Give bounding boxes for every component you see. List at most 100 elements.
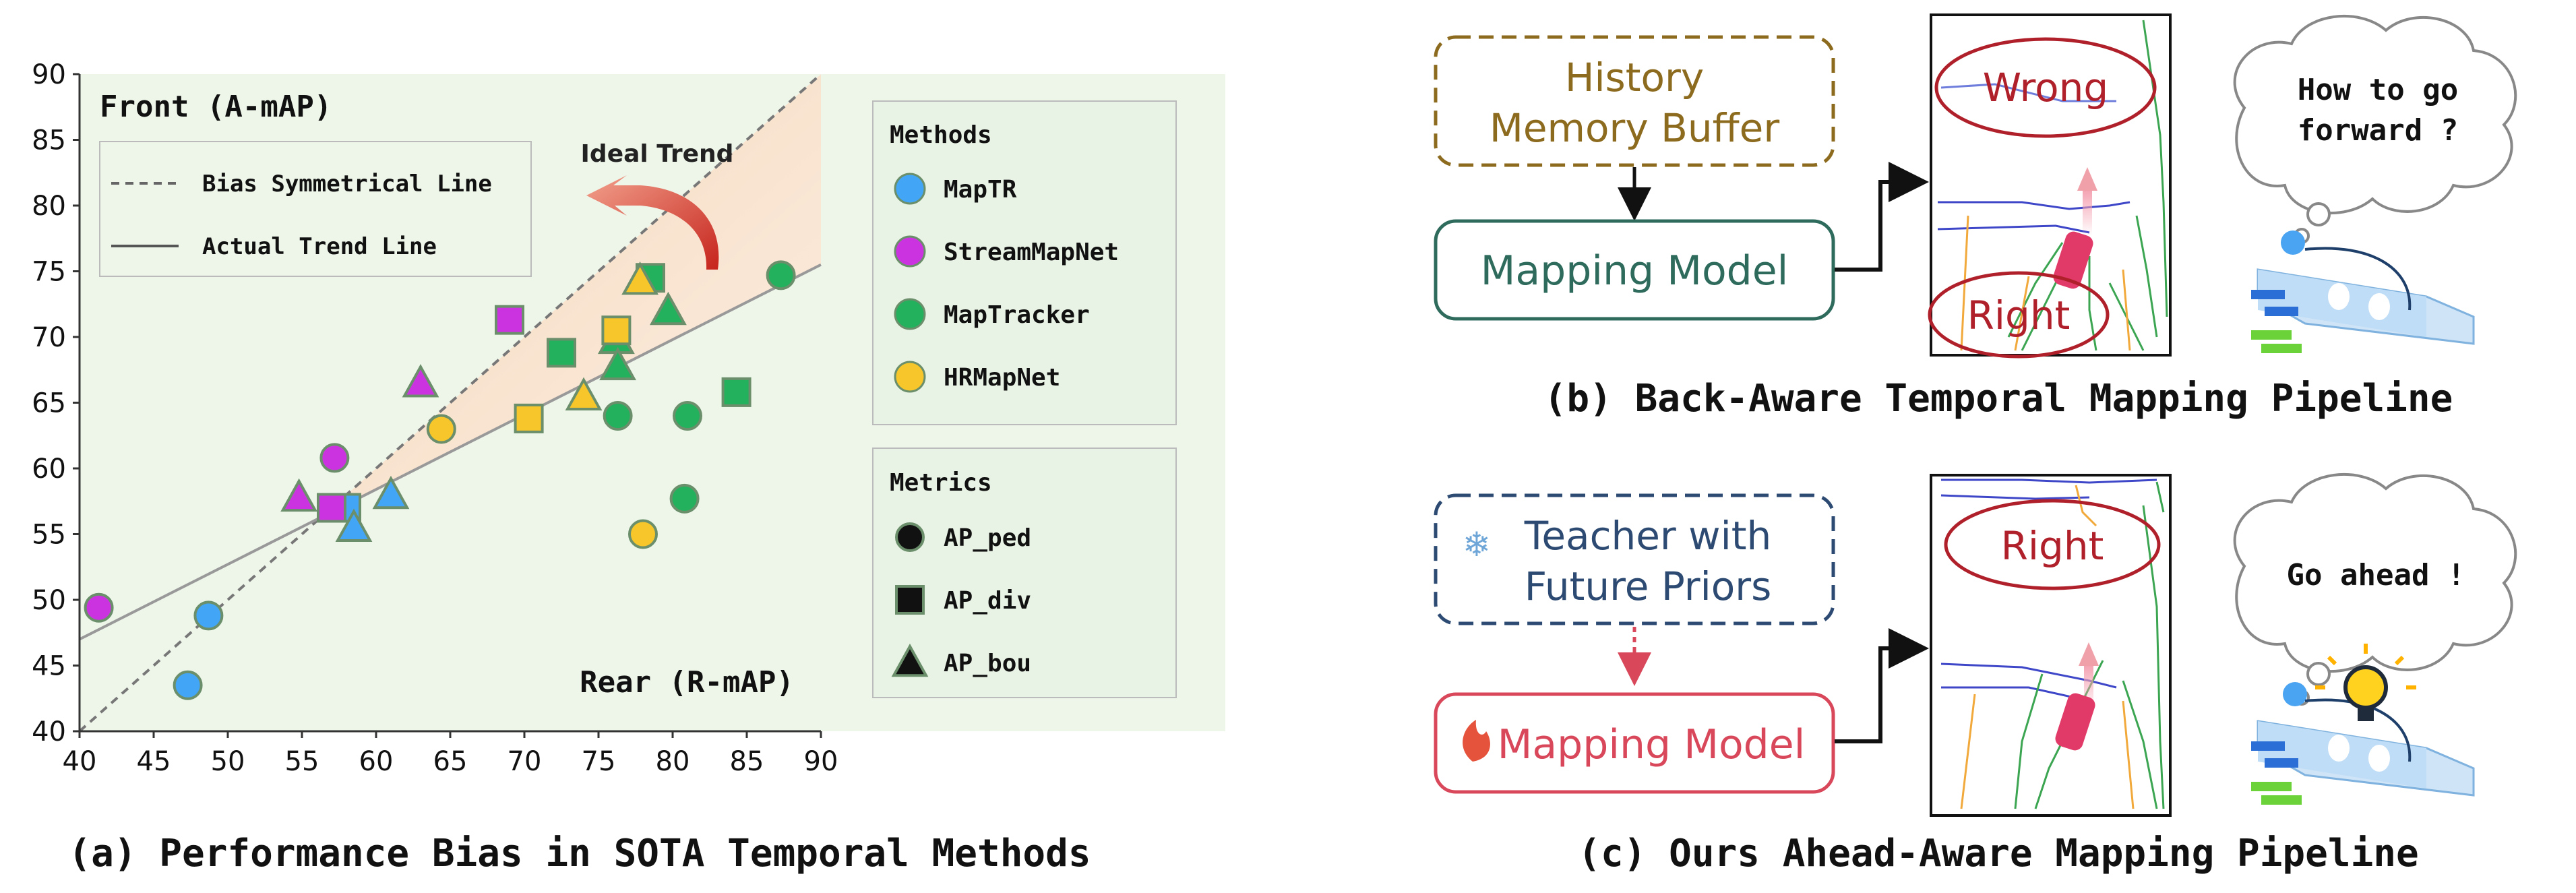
x-tick-label: 45: [137, 746, 171, 777]
cloud-bubble-1-b: [2306, 202, 2331, 226]
legend-marker-maptracker: [894, 298, 926, 330]
x-tick-label: 50: [211, 746, 245, 777]
legend-marker-ap-ped: [895, 522, 925, 552]
data-point-maptracker-ap-bou: [650, 291, 687, 326]
x-axis-label: Rear (R-mAP): [580, 665, 794, 700]
heading-arrow-b: [2083, 189, 2092, 236]
x-tick-label: 55: [285, 746, 319, 777]
data-point-hrmapnet-ap-div: [514, 403, 544, 433]
x-tick-label: 40: [63, 746, 97, 777]
methods-legend-title: Methods: [890, 121, 992, 149]
right-ellipse-b: [1928, 271, 2110, 359]
data-point-maptracker-ap-div: [547, 338, 576, 368]
legend-label-ap-bou: AP_bou: [944, 650, 1031, 677]
thought-cloud-b: How to go forward ?: [2233, 15, 2517, 244]
data-point-maptr-ap-ped: [173, 670, 203, 700]
data-point-streammapnet-ap-ped: [84, 592, 114, 623]
legend-marker-hrmapnet: [894, 361, 926, 393]
teacher-line2: Future Priors: [1525, 563, 1772, 609]
data-point-maptr-ap-bou: [372, 475, 410, 510]
y-tick-label: 90: [32, 59, 66, 90]
right-label-b: Right: [1967, 292, 2071, 338]
legend-label-ap-ped: AP_ped: [944, 524, 1031, 552]
x-tick-label: 75: [582, 746, 616, 777]
ideal-trend-label: Ideal Trend: [581, 140, 734, 168]
x-tick-label: 80: [656, 746, 690, 777]
data-point-hrmapnet-ap-div: [601, 315, 632, 346]
data-point-streammapnet-ap-bou: [402, 364, 439, 398]
data-point-streammapnet-ap-bou: [280, 478, 317, 512]
data-point-maptracker-ap-bou: [599, 346, 636, 381]
y-tick-label: 80: [32, 191, 66, 222]
legend-label-streammapnet: StreamMapNet: [944, 239, 1119, 266]
legend-trend-line: Actual Trend Line: [202, 233, 437, 260]
map-view-b: Wrong Right: [1928, 13, 2172, 359]
mapping-model-box-b: [1434, 219, 1835, 321]
data-point-maptr-ap-bou: [335, 508, 373, 542]
map-lanes-c: [1940, 479, 2165, 809]
history-memory-line2: Memory Buffer: [1490, 105, 1780, 151]
mapping-model-box-c: [1434, 692, 1835, 794]
ego-car-c: [2055, 693, 2095, 751]
heading-arrowhead-b: [2077, 167, 2097, 191]
ego-car-b: [2053, 231, 2093, 289]
data-point-streammapnet-ap-div: [495, 305, 524, 335]
x-tick-label: 60: [359, 746, 394, 777]
x-tick-label: 90: [804, 746, 838, 777]
legend-label-ap-div: AP_div: [944, 587, 1031, 615]
caption-b: (b) Back-Aware Temporal Mapping Pipeline: [1544, 377, 2453, 421]
y-axis-label: Front (A-mAP): [100, 90, 332, 124]
ideal-trend-arrow: [586, 175, 719, 270]
x-tick-label: 65: [433, 746, 468, 777]
flame-icon: [1463, 720, 1490, 762]
wrong-label: Wrong: [1983, 65, 2108, 111]
data-point-hrmapnet-ap-ped: [628, 519, 658, 549]
x-tick-label: 70: [508, 746, 542, 777]
data-point-hrmapnet-ap-bou: [621, 261, 658, 295]
x-tick-label: 85: [730, 746, 764, 777]
cloud-bubble-1-c: [2306, 662, 2331, 686]
y-tick-label: 85: [32, 125, 66, 156]
map-frame-c: [1930, 474, 2172, 817]
right-label-c: Right: [2001, 523, 2104, 569]
legend-marker-streammapnet: [894, 235, 926, 268]
history-memory-box: [1434, 35, 1835, 167]
thought-text-line2-b: forward ?: [2298, 113, 2458, 148]
chart-panel: Ideal Trend 40 45 50 55 60 65 70 75 80 85 90 40 45 5…: [32, 59, 1225, 875]
y-tick-label: 50: [32, 585, 66, 616]
thought-text-c: Go ahead !: [2287, 558, 2465, 592]
y-tick-label: 55: [32, 520, 66, 551]
y-tick-label: 40: [32, 716, 66, 747]
y-tick-label: 65: [32, 388, 66, 419]
pipeline-c: ❄ Teacher with Future Priors Mapping Mod…: [1434, 473, 2517, 875]
map-view-c: Right: [1930, 474, 2172, 817]
snowflake-icon: ❄: [1463, 525, 1491, 564]
y-tick-label: 75: [32, 257, 66, 288]
wrong-ellipse: [1934, 37, 2157, 138]
data-point-streammapnet-ap-div: [317, 493, 346, 523]
metrics-legend-title: Metrics: [890, 469, 992, 497]
trend-lines: [78, 73, 822, 733]
map-frame-b: [1930, 13, 2172, 357]
data-point-maptr-ap-ped: [193, 601, 224, 631]
data-point-hrmapnet-ap-ped: [426, 414, 456, 444]
x-axis-ticks: 40 45 50 55 60 65 70 75 80 85 90: [63, 731, 838, 777]
y-tick-label: 60: [32, 454, 66, 485]
methods-legend: Methods MapTRStreamMapNetMapTrackerHRMap…: [872, 100, 1177, 425]
legend-label-maptracker: MapTracker: [944, 301, 1090, 329]
data-point-maptracker-ap-ped: [673, 401, 702, 431]
mapping-model-label-c: Mapping Model: [1498, 721, 1806, 768]
line-legend-box: [99, 141, 532, 277]
model-to-map-arrow-b: [1835, 162, 1929, 272]
legend-label-hrmapnet: HRMapNet: [944, 364, 1060, 392]
legend-marker-maptr: [894, 173, 926, 205]
robot-icon-c: [2251, 644, 2475, 805]
actual-trend-line: [79, 263, 822, 641]
data-points: [84, 260, 796, 700]
y-tick-label: 45: [32, 651, 66, 682]
data-point-streammapnet-ap-ped: [319, 443, 350, 473]
teacher-box: [1434, 493, 1835, 625]
